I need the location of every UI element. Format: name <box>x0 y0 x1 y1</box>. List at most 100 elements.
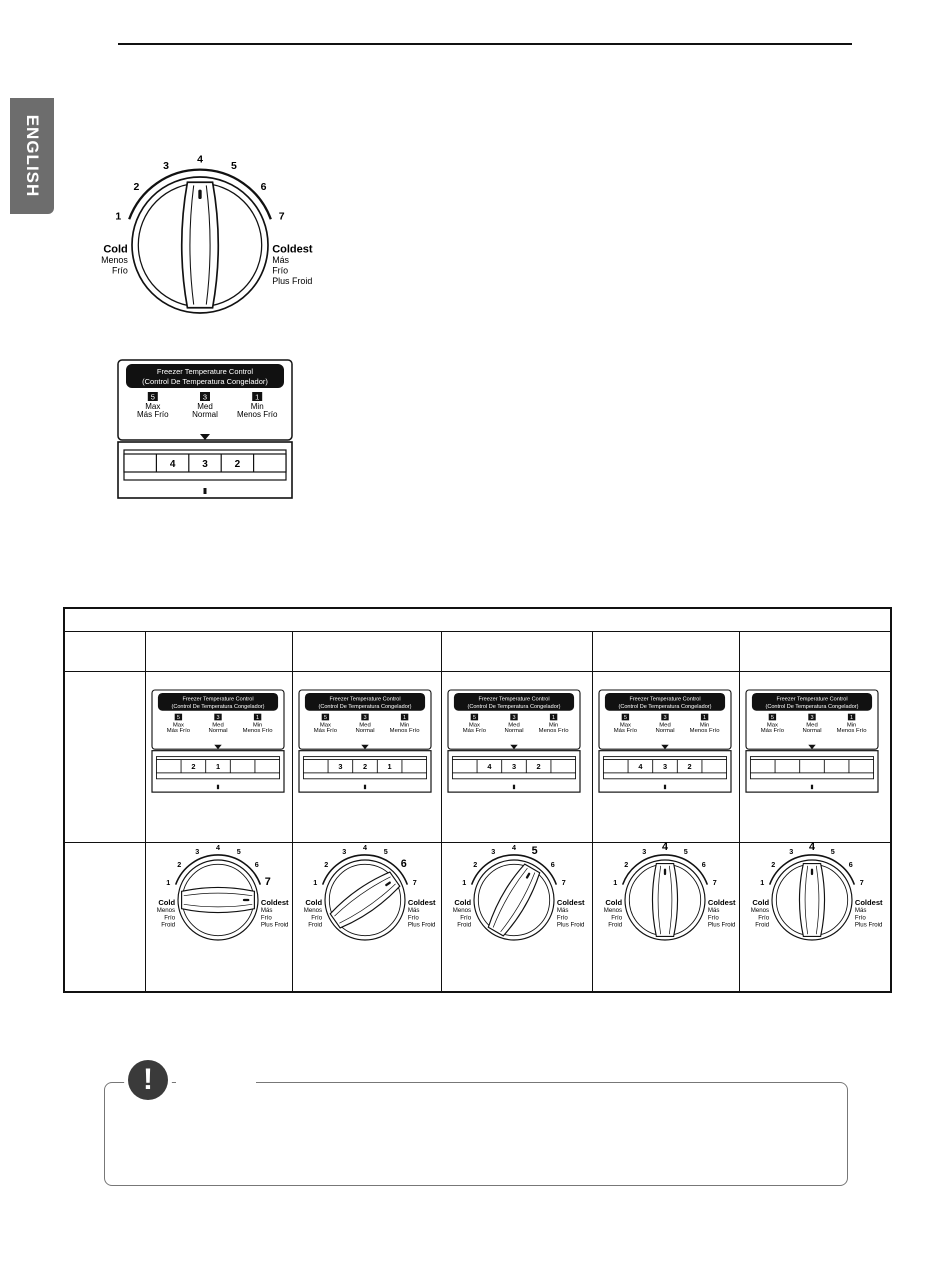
control-panel: Freezer Temperature Control (Control De T… <box>151 689 285 793</box>
dial-pointer-mark <box>810 868 814 876</box>
slider-value: 3 <box>202 459 208 470</box>
dial-number: 4 <box>809 841 815 853</box>
setting-code-box <box>361 713 369 721</box>
dial-scale-arc <box>768 854 856 885</box>
slider-handle-mark <box>363 784 367 790</box>
language-tab: ENGLISH <box>10 98 54 214</box>
dial-knob-ridge <box>804 865 809 935</box>
dial-cold-sublabel: Menos <box>751 907 769 914</box>
dial-pointer-mark <box>663 868 667 876</box>
setting-code: 1 <box>403 715 406 721</box>
slider-pointer-icon <box>200 434 210 440</box>
panel-title-bar <box>304 692 426 711</box>
panel-title-bar <box>751 692 873 711</box>
dial-coldest-label: Coldest <box>855 898 883 907</box>
dial-knob-ridge <box>189 185 195 305</box>
setting-code-box <box>400 713 409 721</box>
dial-number: 5 <box>532 845 538 857</box>
dial-number: 6 <box>255 860 259 869</box>
dial-knob <box>329 871 401 929</box>
setting-code: 5 <box>151 393 155 402</box>
dial-cold-sublabel: Froid <box>457 922 471 929</box>
setting-label: Max <box>469 722 480 728</box>
dial-cold-label: Cold <box>752 898 769 907</box>
dial-number: 6 <box>401 858 407 870</box>
dial-pointer-mark <box>385 881 391 887</box>
dial-number: 5 <box>384 847 388 856</box>
control-panel: Freezer Temperature Control(Control De T… <box>745 689 879 793</box>
setting-code: 3 <box>363 715 366 721</box>
slider-strip <box>123 453 287 473</box>
setting-code: 5 <box>771 715 774 721</box>
panel-title: Freezer Temperature Control <box>776 696 847 702</box>
setting-sublabel: Menos Frío <box>539 728 570 734</box>
dial-number: 3 <box>342 847 346 856</box>
dial-number: 2 <box>177 860 181 869</box>
setting-sublabel: Más Frío <box>314 728 338 734</box>
slider-pointer-icon <box>661 744 669 750</box>
dial-number: 4 <box>197 153 203 165</box>
dial-number: 1 <box>166 878 170 887</box>
dial-coldest-sublabel: Plus Froid <box>272 276 312 286</box>
table-row-divider <box>65 671 890 672</box>
setting-label: Min <box>700 722 710 728</box>
setting-label: Max <box>173 722 184 728</box>
setting-code: 1 <box>255 393 259 402</box>
panel-title-bar <box>126 364 284 388</box>
dial-coldest-sublabel: Más <box>272 255 289 265</box>
dial-cold-sublabel: Frío <box>164 914 175 921</box>
dial-knob-ridge <box>205 185 211 305</box>
slider-value: 2 <box>191 762 195 771</box>
panel-title-bar <box>453 692 575 711</box>
slider-strip <box>749 759 875 774</box>
dial-number: 3 <box>642 847 646 856</box>
dial-cold-label: Cold <box>605 898 622 907</box>
dial-coldest-sublabel: Plus Froid <box>408 922 436 929</box>
dial-knob-body <box>329 871 401 929</box>
setting-code-box <box>321 713 330 721</box>
setting-label: Med <box>659 722 671 728</box>
table-col-divider <box>592 632 593 991</box>
setting-sublabel: Más Frío <box>761 728 785 734</box>
dial-knob-body <box>487 863 541 937</box>
setting-sublabel: Menos Frío <box>690 728 721 734</box>
setting-label: Max <box>145 402 160 411</box>
setting-sublabel: Normal <box>655 728 674 734</box>
slider-handle-mark <box>663 784 667 790</box>
dial-number: 3 <box>163 160 169 172</box>
dial-cold-sublabel: Menos <box>101 255 128 265</box>
dial-number: 3 <box>491 847 495 856</box>
dial-coldest-sublabel: Frío <box>272 265 288 275</box>
setting-label: Min <box>400 722 410 728</box>
setting-code: 5 <box>624 715 627 721</box>
setting-label: Med <box>806 722 818 728</box>
dial-number: 4 <box>662 841 668 853</box>
slider-handle-mark <box>216 784 220 790</box>
slider-strip <box>155 759 281 774</box>
dial-knob-ridge <box>492 867 528 928</box>
panel-subtitle: (Control De Temperatura Congelador) <box>171 704 264 710</box>
dial-coldest-sublabel: Frío <box>408 914 419 921</box>
slider-value: 4 <box>170 459 176 470</box>
dial-number: 7 <box>279 210 285 222</box>
settings-table <box>63 607 892 993</box>
dial-coldest-sublabel: Plus Froid <box>708 922 736 929</box>
dial-cold-label: Cold <box>158 898 175 907</box>
panel-title: Freezer Temperature Control <box>629 696 700 702</box>
setting-code: 1 <box>256 715 259 721</box>
note-gap <box>176 1080 256 1083</box>
dial-number: 7 <box>860 878 864 887</box>
setting-sublabel: Más Frío <box>137 410 169 419</box>
dial-number: 6 <box>261 181 267 193</box>
setting-code-box <box>174 713 183 721</box>
dial-cold-sublabel: Froid <box>755 922 769 929</box>
dial-cold-sublabel: Froid <box>308 922 322 929</box>
slider-value: 2 <box>235 459 241 470</box>
dial-number: 1 <box>760 878 764 887</box>
panel-title: Freezer Temperature Control <box>182 696 253 702</box>
panel-subtitle: (Control De Temperatura Congelador) <box>142 377 268 386</box>
setting-label: Med <box>508 722 520 728</box>
